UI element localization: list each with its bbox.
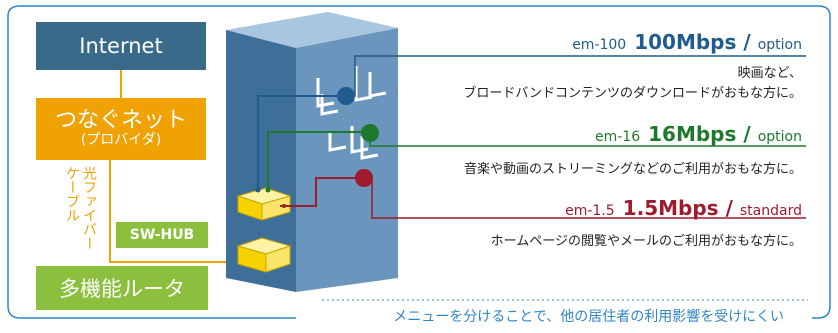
plan-slash: / (743, 122, 751, 146)
plan-em16-desc: 音楽や動画のストリーミングなどのご利用がおもな方に。 (463, 162, 802, 177)
internet-label: Internet (79, 34, 163, 58)
plan-model: em-1.5 (565, 203, 615, 219)
internet-box: Internet (36, 22, 206, 70)
plan-em100-heading: em-100 100Mbps / option (572, 30, 802, 54)
router-device (236, 237, 292, 273)
plan-tier: option (757, 129, 802, 145)
link-fiber (109, 160, 240, 263)
router-label: 多機能ルータ (59, 277, 185, 301)
fiber-label-col2: ケーブル (64, 166, 80, 222)
swhub-device (236, 187, 292, 221)
provider-label: つなぐネット (54, 108, 187, 134)
plan-em15-desc: ホームページの閲覧やメールのご利用がおもな方に。 (490, 234, 802, 249)
plan-tier: option (757, 37, 802, 53)
plan-em100-desc-line1: 映画など、 (737, 66, 802, 81)
plan-model: em-16 (595, 129, 641, 145)
hub-port-blue (255, 187, 261, 193)
footer-caption: メニューを分けることで、他の居住者の利用影響を受けにくい (389, 306, 788, 326)
link-em15 (280, 177, 364, 207)
fiber-cable-label: 光ファイバー ケーブル (64, 166, 98, 256)
plan-model: em-100 (572, 37, 627, 53)
provider-sub-label: (プロバイダ) (80, 132, 162, 149)
link-em16 (267, 131, 370, 190)
plan-tier: standard (739, 203, 802, 219)
swhub-label: SW-HUB (129, 227, 195, 243)
fiber-label-col1: 光ファイバー (81, 166, 97, 250)
plan-slash: / (743, 30, 751, 54)
plan-em16-heading: em-16 16Mbps / option (595, 122, 802, 146)
node-em16 (361, 124, 379, 142)
plan-speed: 1.5Mbps (622, 196, 719, 220)
link-em100 (257, 95, 346, 190)
router-label-box: 多機能ルータ (36, 266, 208, 310)
node-em100 (337, 87, 355, 105)
plan-em100-desc-line2: ブロードバンドコンテンツのダウンロードがおもな方に。 (463, 86, 802, 101)
hub-port-green (265, 187, 271, 193)
plan-slash: / (725, 196, 733, 220)
node-em15 (355, 169, 373, 187)
frame-border (7, 5, 831, 319)
plan-em15-heading: em-1.5 1.5Mbps / standard (565, 196, 802, 220)
plan-speed: 16Mbps (648, 122, 737, 146)
plan-speed: 100Mbps (634, 30, 737, 54)
swhub-label-box: SW-HUB (116, 222, 208, 248)
provider-box: つなぐネット (プロバイダ) (36, 98, 206, 160)
hub-port-dot (282, 204, 286, 208)
